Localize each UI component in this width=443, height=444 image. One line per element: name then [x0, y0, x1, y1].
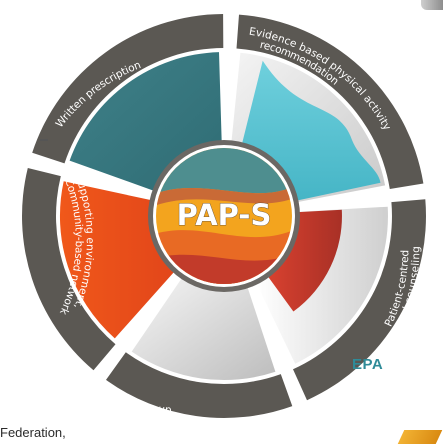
corner-decoration-bottom — [397, 430, 443, 444]
center-label-pap-s: PAP-S — [177, 198, 272, 232]
prescription-frame-band — [32, 14, 224, 164]
federation-text-fragment: Federation, — [0, 425, 66, 440]
environment-panel — [59, 181, 175, 339]
epa-text-fragment: EPA — [352, 356, 384, 373]
prescription-panel — [69, 52, 222, 191]
counseling-frame-band — [293, 199, 426, 401]
edge-dash-mark — [40, 139, 48, 141]
followup-panel — [131, 277, 276, 381]
followup-frame-band — [106, 352, 293, 418]
center-teal-sky — [156, 148, 292, 194]
evidence-frame-band — [236, 14, 424, 189]
counseling-panel — [256, 206, 388, 364]
corner-decoration-top — [421, 0, 443, 10]
environment-frame-band — [22, 168, 116, 371]
counseling-red-accent — [267, 209, 342, 312]
center-brown-stripe — [156, 186, 292, 206]
